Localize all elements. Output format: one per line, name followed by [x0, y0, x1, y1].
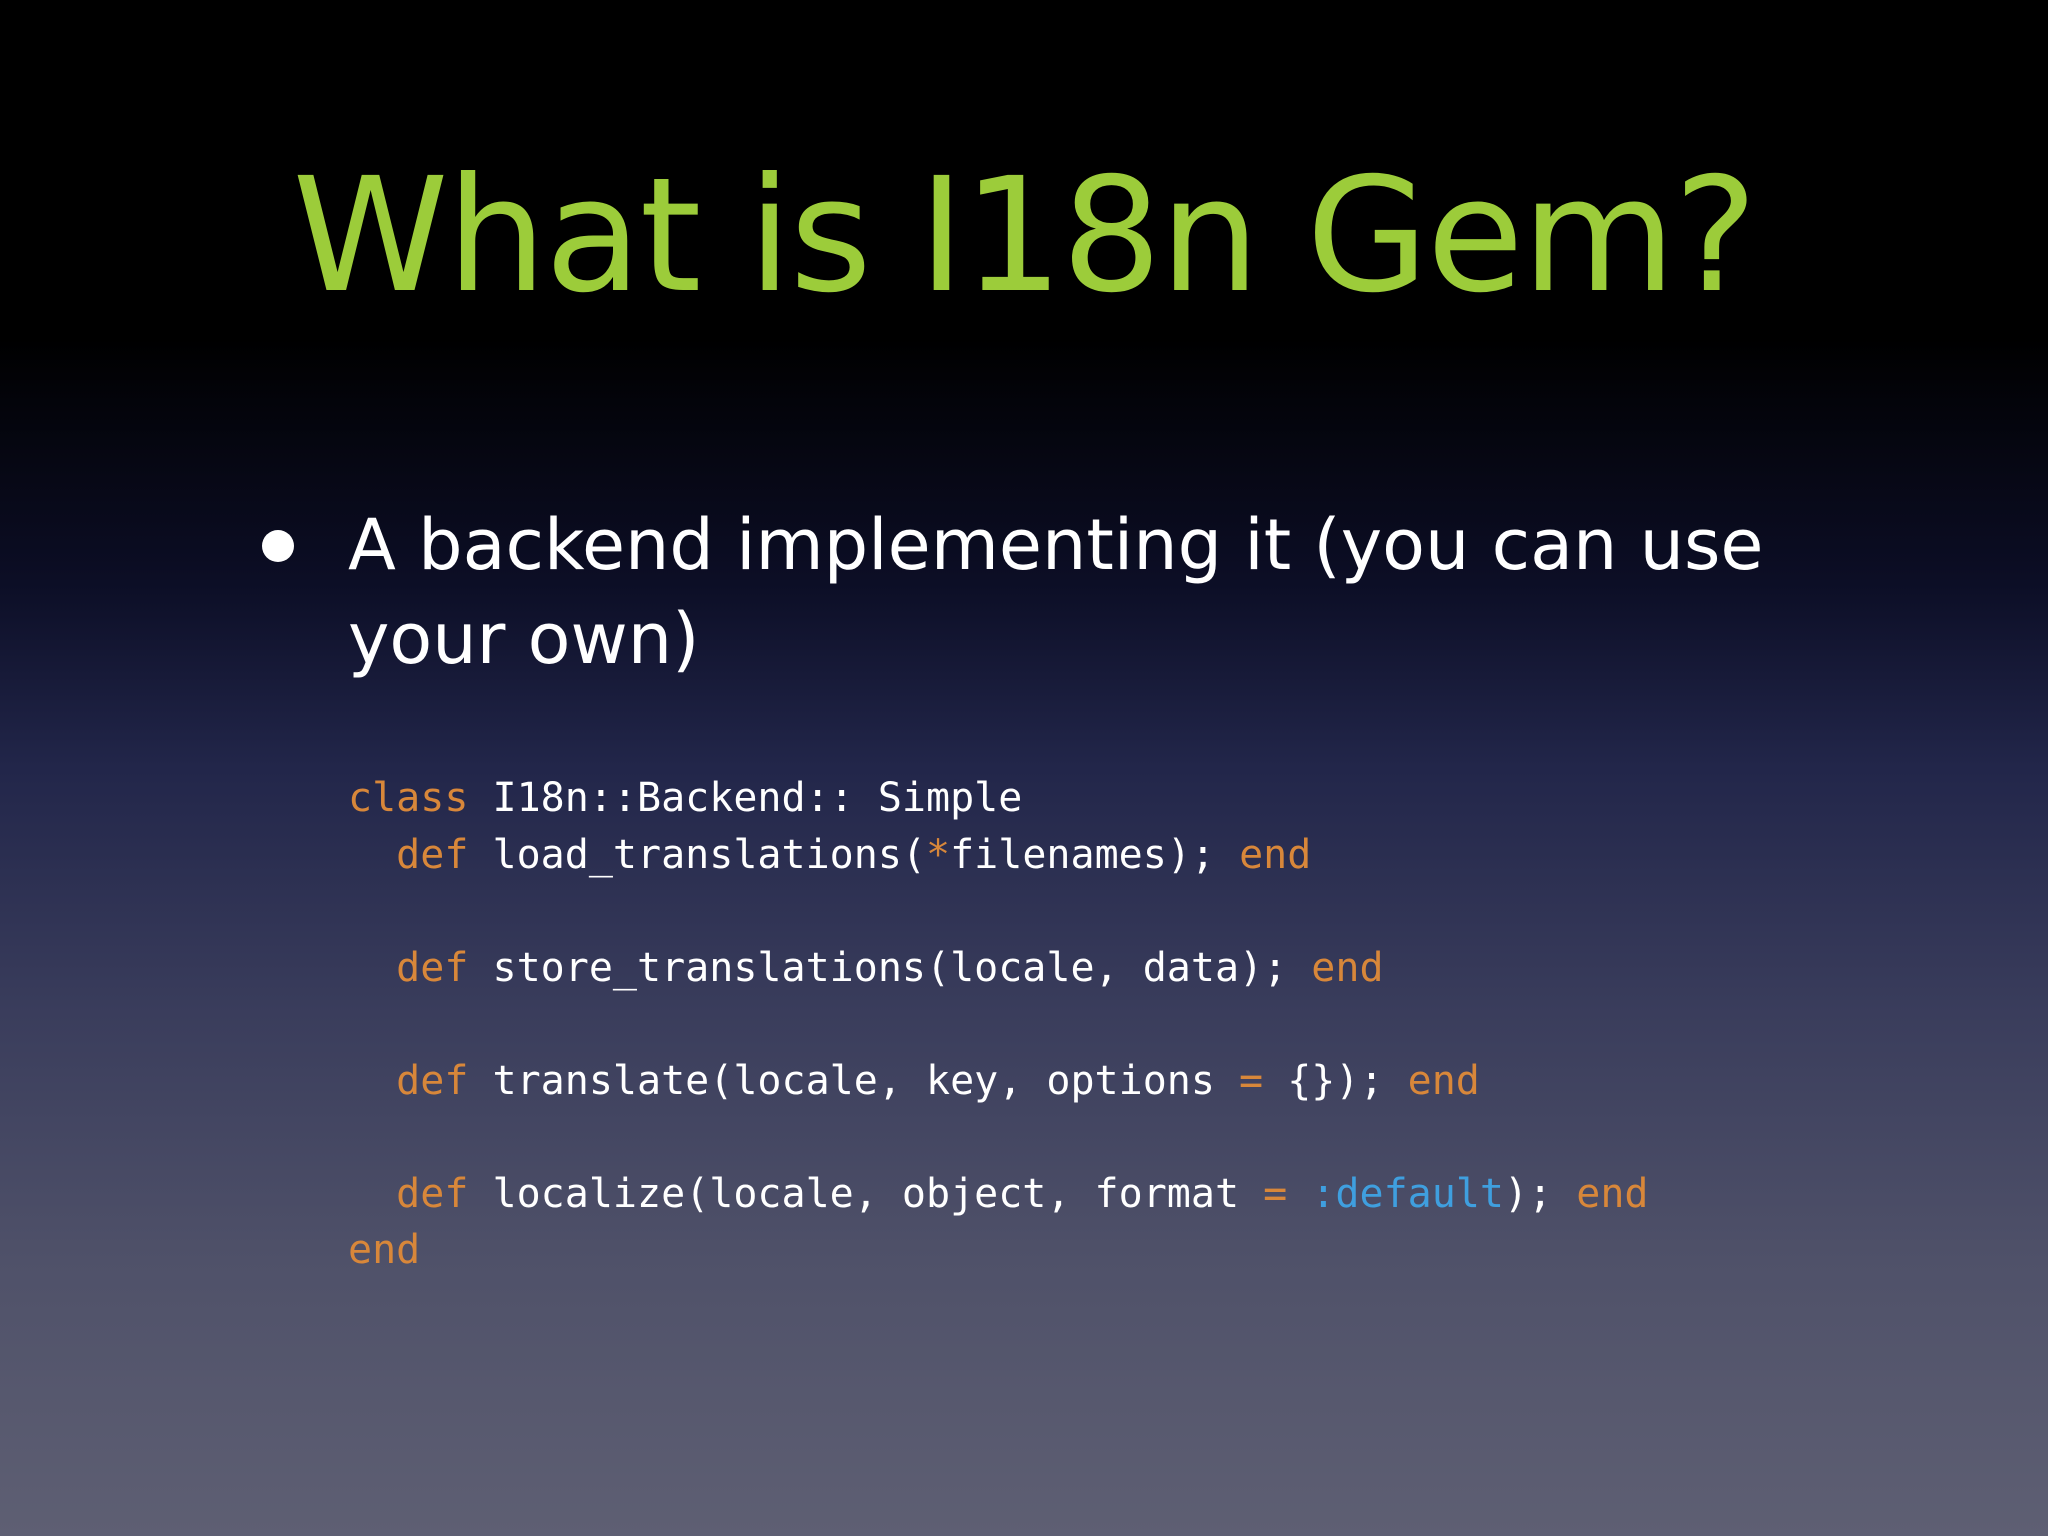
code-keyword: def [396, 1057, 469, 1104]
code-keyword: end [1311, 944, 1384, 991]
bullet-item: A backend implementing it (you can use y… [258, 498, 1778, 686]
code-line: def localize(locale, object, format = :d… [348, 1171, 1648, 1217]
code-token: ); [1503, 1170, 1577, 1217]
code-keyword: end [1239, 831, 1312, 878]
code-block: class I18n::Backend:: Simple def load_tr… [348, 770, 1648, 1279]
code-token: translate(locale, key, options [468, 1057, 1240, 1104]
code-token: filenames); [950, 831, 1240, 878]
code-token: {}); [1263, 1057, 1408, 1104]
code-operator: = [1263, 1170, 1288, 1217]
code-token: store_translations(locale, data); [468, 944, 1312, 991]
code-token: localize(locale, object, format [468, 1170, 1264, 1217]
code-token [348, 1171, 396, 1217]
code-line: def store_translations(locale, data); en… [348, 944, 1384, 991]
code-keyword: class [348, 775, 469, 821]
code-keyword: def [396, 831, 469, 878]
bullet-dot-icon [262, 530, 294, 562]
code-symbol: :default [1311, 1170, 1504, 1217]
code-token [1287, 1171, 1311, 1217]
code-line: def load_translations(*filenames); end [348, 832, 1311, 878]
code-token [348, 945, 396, 991]
code-token [348, 1058, 396, 1104]
code-operator: * [925, 831, 951, 878]
code-keyword: def [396, 944, 469, 991]
code-line: end [348, 1227, 420, 1273]
code-keyword: end [1407, 1057, 1480, 1104]
code-operator: = [1239, 1057, 1264, 1104]
code-line: class I18n::Backend:: Simple [348, 775, 1022, 821]
code-token [348, 832, 396, 878]
bullet-text: A backend implementing it (you can use y… [348, 504, 1764, 680]
code-line: def translate(locale, key, options = {})… [348, 1058, 1480, 1104]
code-keyword: def [396, 1170, 469, 1217]
slide-title: What is I18n Gem? [292, 144, 1757, 328]
bullet-list: A backend implementing it (you can use y… [258, 498, 1778, 686]
code-token: load_translations( [468, 831, 926, 878]
code-keyword: end [348, 1227, 421, 1273]
code-token: I18n::Backend:: Simple [468, 775, 1023, 821]
code-keyword: end [1576, 1170, 1649, 1217]
